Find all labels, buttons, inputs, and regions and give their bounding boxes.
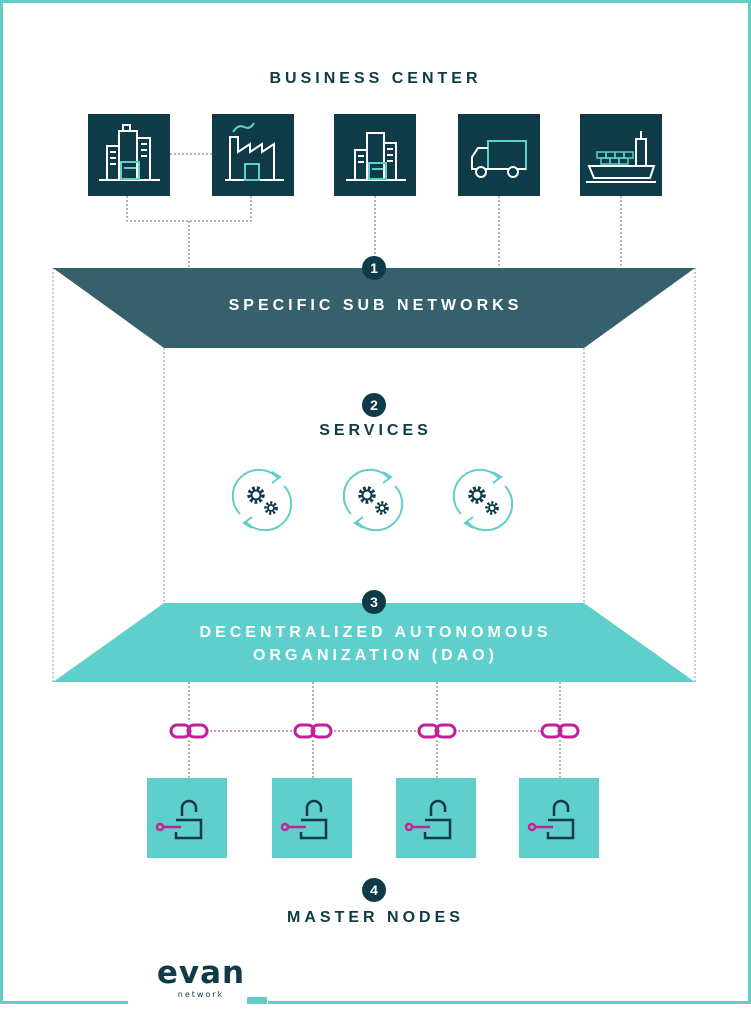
unlock-key-icon bbox=[147, 778, 229, 862]
sub-networks-label: SPECIFIC SUB NETWORKS bbox=[228, 297, 523, 314]
office-buildings-icon bbox=[334, 114, 416, 196]
step-badge-1: 1 bbox=[362, 256, 386, 280]
chain-link-icon bbox=[293, 723, 333, 739]
gears-cycle-icon bbox=[231, 468, 293, 532]
dao-label-line1: DECENTRALIZED AUTONOMOUS bbox=[199, 624, 552, 641]
business-connectors bbox=[126, 153, 622, 268]
room-outline bbox=[52, 268, 696, 682]
factory-icon bbox=[212, 114, 294, 196]
frame-gap bbox=[128, 994, 268, 1006]
svg-text:1: 1 bbox=[370, 260, 378, 276]
dao-layer bbox=[53, 603, 695, 682]
chain-link-icon bbox=[169, 723, 209, 739]
master-nodes-label: MASTER NODES bbox=[287, 909, 464, 926]
business-center-title: BUSINESS CENTER bbox=[269, 70, 482, 87]
svg-text:2: 2 bbox=[370, 397, 378, 413]
step-badge-2: 2 bbox=[362, 393, 386, 417]
node-connectors bbox=[188, 682, 561, 778]
svg-text:4: 4 bbox=[370, 882, 378, 898]
services-label: SERVICES bbox=[319, 422, 432, 439]
gears-cycle-icon bbox=[452, 468, 514, 532]
office-buildings-icon bbox=[88, 114, 170, 196]
chain-link-icon bbox=[540, 723, 580, 739]
dao-label-line2: ORGANIZATION (DAO) bbox=[252, 647, 498, 664]
delivery-truck-icon bbox=[458, 114, 540, 196]
sub-networks-layer bbox=[53, 268, 695, 348]
unlock-key-icon bbox=[272, 778, 354, 862]
evan-logo-subtitle: network bbox=[177, 990, 225, 999]
gears-cycle-icon bbox=[342, 468, 404, 532]
cargo-ship-icon bbox=[580, 114, 662, 196]
unlock-key-icon bbox=[396, 778, 478, 862]
chain-link-icon bbox=[417, 723, 457, 739]
unlock-key-icon bbox=[519, 778, 601, 862]
step-badge-3: 3 bbox=[362, 590, 386, 614]
frame-tab bbox=[247, 997, 267, 1004]
evan-logo: evan bbox=[156, 955, 246, 991]
step-badge-4: 4 bbox=[362, 878, 386, 902]
svg-text:3: 3 bbox=[370, 594, 378, 610]
